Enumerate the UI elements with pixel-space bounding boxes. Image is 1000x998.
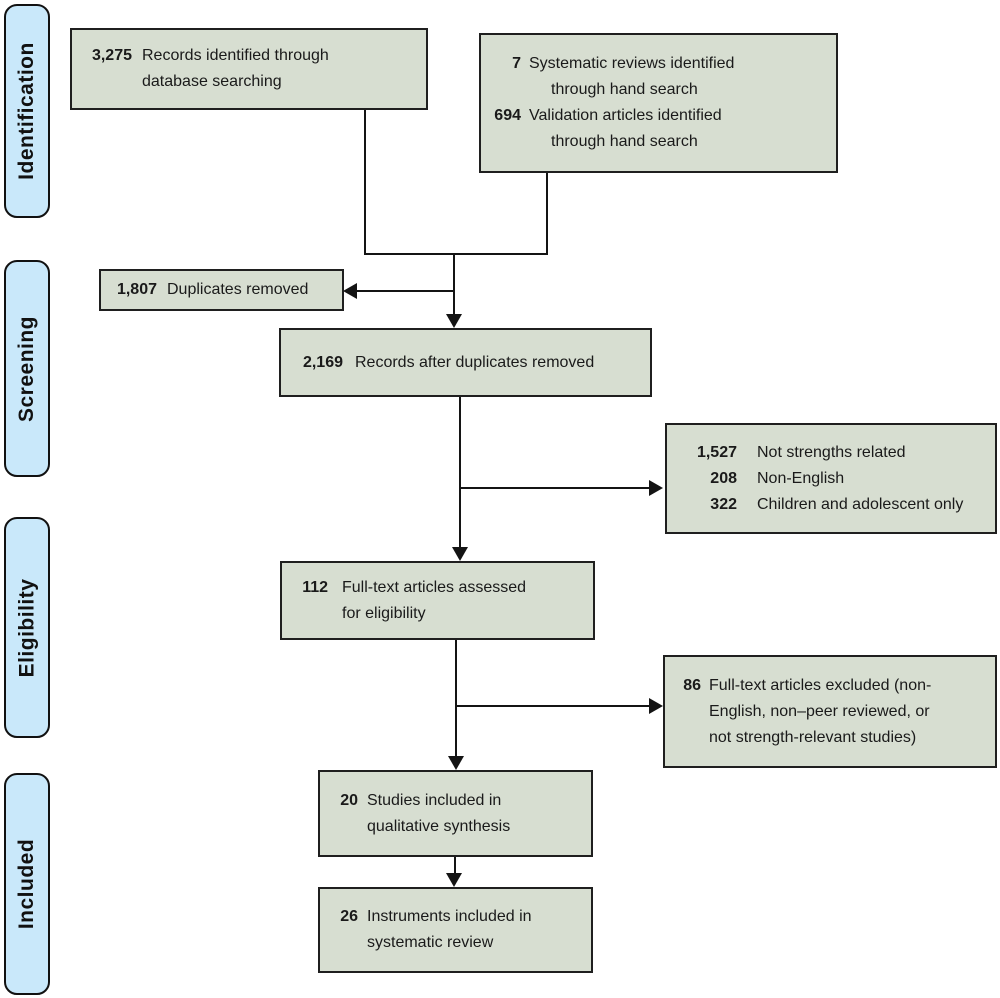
box-duplicates-removed: 1,807 Duplicates removed xyxy=(99,269,344,311)
stage-eligibility: Eligibility xyxy=(4,517,50,738)
duplicates-removed-count: 1,807 xyxy=(116,281,157,298)
qualitative-synthesis-line2: qualitative synthesis xyxy=(367,817,511,835)
connector-merge-to-records-after xyxy=(453,253,455,314)
excluded-not-strengths-text: Not strengths related xyxy=(757,443,906,461)
stage-included-label: Included xyxy=(15,838,38,930)
duplicates-removed-text: Duplicates removed xyxy=(167,281,309,298)
box-screening-excluded: 1,527 Not strengths related 208 Non-Engl… xyxy=(665,423,997,534)
records-after-duplicates-count: 2,169 xyxy=(302,353,343,371)
hand-search-validation-line1: Validation articles identified xyxy=(529,107,722,124)
connector-to-screening-excluded xyxy=(459,487,649,489)
excluded-children-count: 322 xyxy=(710,495,737,513)
arrowhead-to-fulltext-excluded xyxy=(649,698,663,714)
fulltext-excluded-line1: Full-text articles excluded (non- xyxy=(709,676,932,694)
hand-search-reviews-line1: Systematic reviews identified xyxy=(529,55,735,72)
connector-to-fulltext-excluded xyxy=(455,705,649,707)
records-identified-line2: database searching xyxy=(142,73,282,90)
systematic-review-count: 26 xyxy=(340,908,358,925)
fulltext-assessed-count: 112 xyxy=(302,578,328,596)
hand-search-reviews-line2: through hand search xyxy=(551,81,698,98)
records-identified-count: 3,275 xyxy=(91,47,132,64)
arrowhead-to-screening-excluded xyxy=(649,480,663,496)
connector-qualitative-down xyxy=(454,857,456,874)
stage-identification: Identification xyxy=(4,4,50,218)
excluded-not-strengths-count: 1,527 xyxy=(696,443,737,461)
hand-search-validation-line2: through hand search xyxy=(551,133,698,150)
box-systematic-review: 26 Instruments included in systematic re… xyxy=(318,887,593,973)
connector-handsearch-down xyxy=(546,173,548,255)
stage-screening-label: Screening xyxy=(15,315,39,422)
systematic-review-line1: Instruments included in xyxy=(367,908,532,925)
fulltext-excluded-count: 86 xyxy=(683,676,701,694)
connector-merge-horizontal xyxy=(364,253,548,255)
stage-identification-label: Identification xyxy=(15,42,39,180)
excluded-non-english-count: 208 xyxy=(710,469,737,487)
stage-included: Included xyxy=(4,773,50,995)
stage-eligibility-label: Eligibility xyxy=(15,578,38,677)
fulltext-excluded-line2: English, non–peer reviewed, or xyxy=(709,702,930,720)
systematic-review-line2: systematic review xyxy=(367,934,494,951)
fulltext-excluded-line3: not strength-relevant studies) xyxy=(709,728,917,746)
box-records-after-duplicates: 2,169 Records after duplicates removed xyxy=(279,328,652,397)
hand-search-reviews-count: 7 xyxy=(512,55,521,72)
box-fulltext-excluded: 86 Full-text articles excluded (non- Eng… xyxy=(663,655,997,768)
arrowhead-to-records-after xyxy=(446,314,462,328)
connector-fulltext-down xyxy=(455,640,457,756)
excluded-non-english-text: Non-English xyxy=(757,469,845,487)
qualitative-synthesis-line1: Studies included in xyxy=(367,791,502,809)
box-hand-search: 7 Systematic reviews identified through … xyxy=(479,33,838,173)
hand-search-validation-count: 694 xyxy=(494,107,521,124)
arrowhead-to-qualitative xyxy=(448,756,464,770)
box-records-identified: 3,275 Records identified through databas… xyxy=(70,28,428,110)
fulltext-assessed-line2: for eligibility xyxy=(342,604,426,622)
qualitative-synthesis-count: 20 xyxy=(340,791,358,809)
connector-records-down xyxy=(364,110,366,255)
connector-to-duplicates xyxy=(357,290,455,292)
arrowhead-to-systematic-review xyxy=(446,873,462,887)
fulltext-assessed-line1: Full-text articles assessed xyxy=(342,578,527,596)
excluded-children-text: Children and adolescent only xyxy=(757,495,964,513)
arrowhead-to-duplicates xyxy=(343,283,357,299)
stage-screening: Screening xyxy=(4,260,50,477)
arrowhead-to-fulltext-assessed xyxy=(452,547,468,561)
records-identified-line1: Records identified through xyxy=(142,47,329,64)
box-qualitative-synthesis: 20 Studies included in qualitative synth… xyxy=(318,770,593,857)
box-fulltext-assessed: 112 Full-text articles assessed for elig… xyxy=(280,561,595,640)
connector-records-after-down xyxy=(459,397,461,547)
records-after-duplicates-text: Records after duplicates removed xyxy=(355,353,595,371)
